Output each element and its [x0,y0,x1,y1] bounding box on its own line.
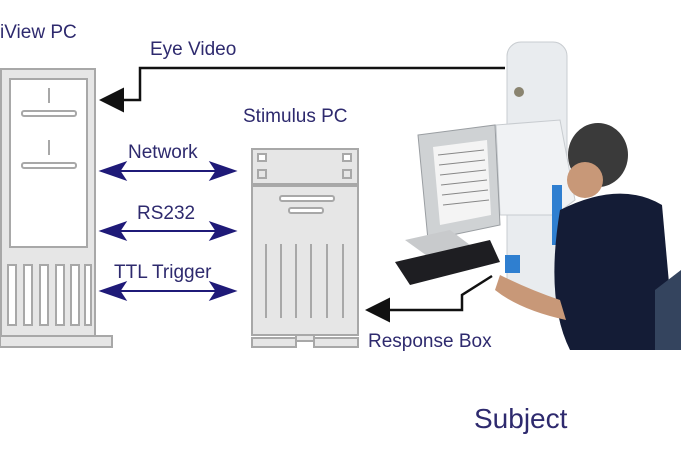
response-box-connector [365,274,493,323]
subject-label: Subject [474,403,568,434]
stimulus-pc-tower [251,148,359,348]
ttl-trigger-arrow [98,281,238,301]
iview-pc-label: iView PC [0,22,77,43]
stimulus-pc-label: Stimulus PC [243,106,348,127]
network-arrow [98,161,238,181]
network-label: Network [128,142,198,163]
ttl-trigger-label: TTL Trigger [114,262,212,283]
eye-video-connector [99,66,505,113]
eye-video-label: Eye Video [150,39,237,60]
subject-photo [395,41,681,350]
response-box-label: Response Box [368,331,492,352]
rs232-label: RS232 [137,203,196,224]
rs232-arrow [98,221,238,241]
iview-pc-tower [0,68,113,348]
